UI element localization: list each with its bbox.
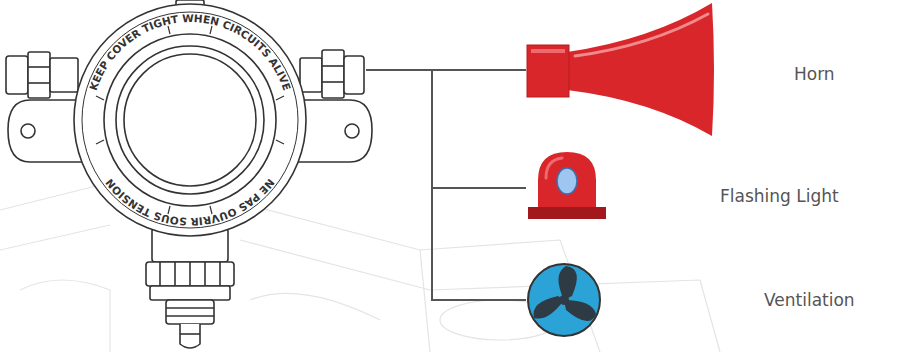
cover-warning-text: NE PAS OUVRIR SOUS TENSION [103,177,277,228]
device-label: Horn [794,64,835,84]
device-node: Flashing Light [526,150,866,226]
cover-warning-text: KEEP COVER TIGHT WHEN CIRCUITS ALIVE [87,12,293,92]
horn-icon [527,3,714,136]
device-label: Ventilation [764,290,855,310]
cover-warning-text: NE PAS OUVRIR SOUS TENSION [103,177,277,228]
device-label: Flashing Light [720,186,839,206]
gas-detector [6,0,372,348]
device-node: Horn [526,0,866,140]
ventilation-fan-icon [528,264,600,336]
cover-warning-text: KEEP COVER TIGHT WHEN CIRCUITS ALIVE [87,12,293,92]
cover-text-ring: KEEP COVER TIGHT WHEN CIRCUITS ALIVE NE P… [0,0,366,352]
detector-node: KEEP COVER TIGHT WHEN CIRCUITS ALIVE NE P… [0,0,366,352]
signal-wire [366,70,526,300]
flashing-light-icon [528,152,606,219]
signal-wire [366,70,526,188]
device-node: Ventilation [526,258,866,344]
background-machine [0,180,720,352]
